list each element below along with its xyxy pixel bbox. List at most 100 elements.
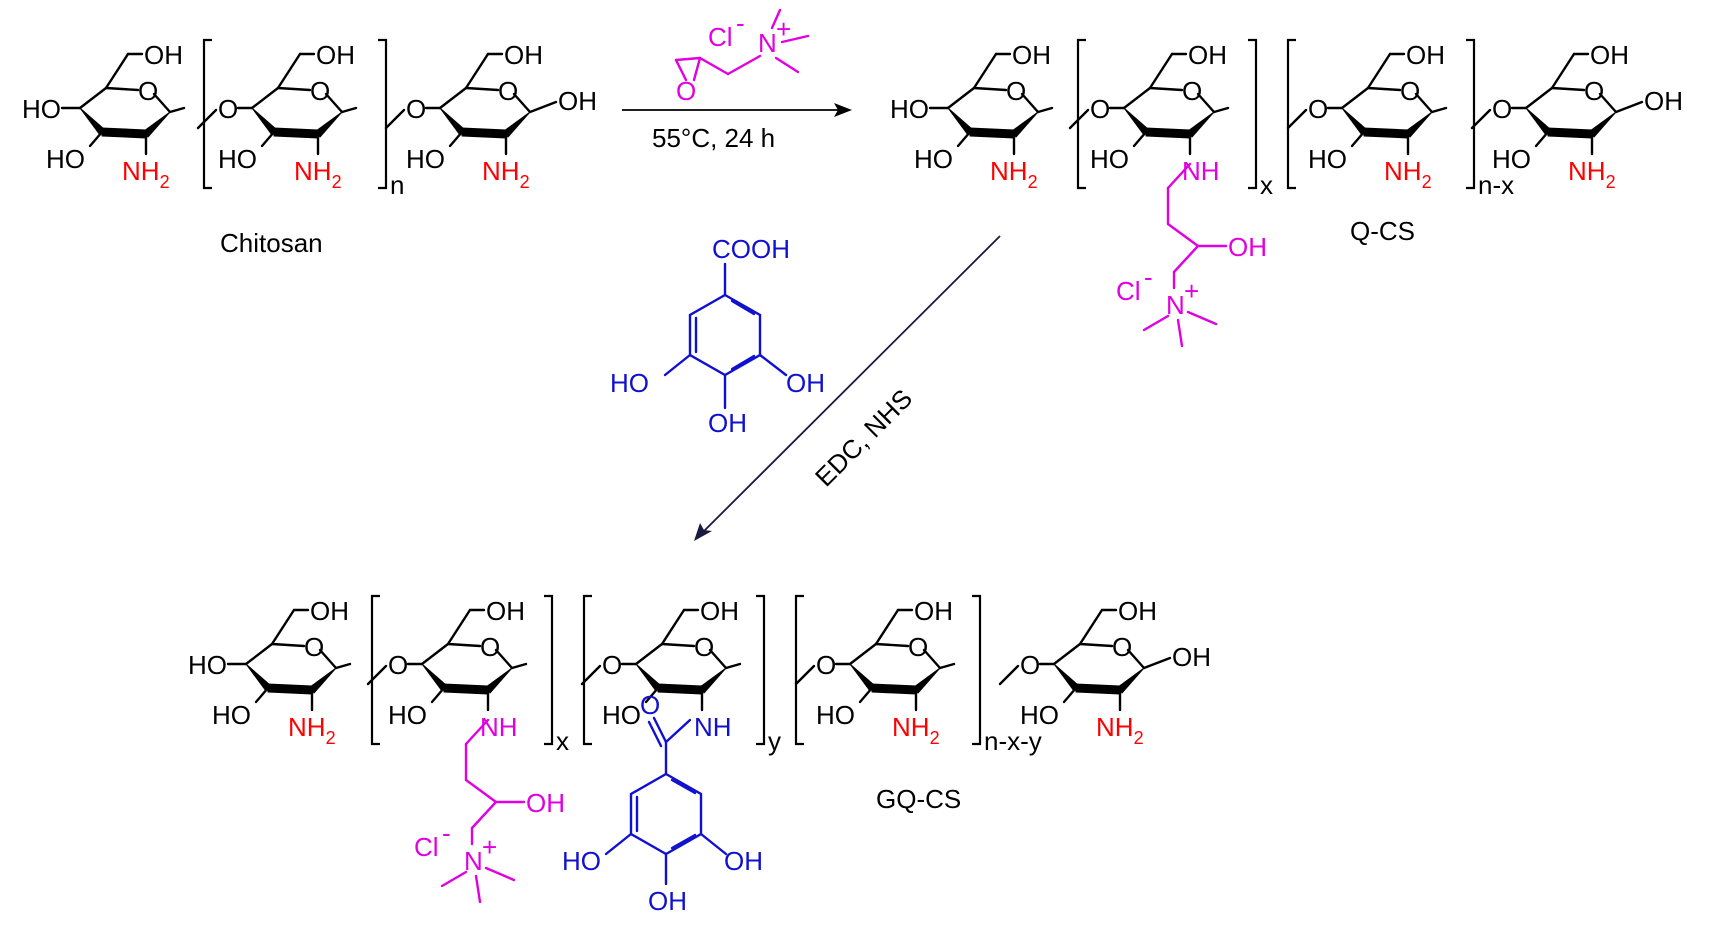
wedge-bond: [485, 667, 513, 694]
amine-label: NH2: [1568, 156, 1616, 192]
methyl-bond: [1142, 314, 1170, 332]
methyl-bond: [474, 874, 482, 904]
bracket-path: [1466, 38, 1476, 190]
bold-bond: [1547, 127, 1593, 139]
ammonium-charge: +: [482, 832, 497, 862]
conditions-coupling: EDC, NHS: [809, 383, 918, 492]
linker-bond: [464, 718, 490, 746]
wedge-bond: [1187, 111, 1215, 138]
ring-bond: [1524, 86, 1554, 110]
wedge-bond: [503, 111, 531, 138]
ring-bond: [512, 92, 532, 114]
qcs-label: Q-CS: [1350, 216, 1415, 246]
chloride-label: Cl: [414, 832, 439, 862]
phenol-bond: [699, 832, 728, 856]
bold-bond: [443, 683, 489, 695]
reagent-n-charge: +: [776, 14, 791, 44]
bracket-path: [972, 594, 982, 746]
bold-bond: [1363, 127, 1409, 139]
glycosidic-oxygen-label: O: [218, 94, 238, 124]
ring-bond: [420, 642, 450, 666]
wedge-bond: [1525, 107, 1551, 136]
chitosan-bracket-left: [202, 38, 212, 190]
ring-bond: [634, 642, 664, 666]
gqcs-bracket-2-left: [582, 594, 592, 746]
epoxide-o-label: O: [676, 76, 696, 106]
qcs-bracket-2-left: [1286, 38, 1296, 190]
c3-hydroxyl-label: HO: [816, 700, 855, 730]
bracket-path: [202, 38, 212, 190]
gqcs-bracket-1-right: x: [544, 594, 569, 756]
chloride-charge: -: [442, 818, 451, 848]
linker-bond: [1172, 244, 1200, 274]
aromatic-double-bond: [670, 778, 697, 795]
bold-bond: [267, 683, 313, 695]
glycosidic-oxygen-label: O: [406, 94, 426, 124]
aromatic-double-bond: [670, 833, 697, 850]
bold-bond: [969, 127, 1015, 139]
linker-bond: [464, 778, 498, 804]
glycosidic-oxygen-label: O: [1090, 94, 1110, 124]
c3-bond: [260, 130, 276, 148]
ch2-bond: [1366, 52, 1392, 90]
c3-bond: [956, 130, 972, 148]
methyl-bond: [1186, 310, 1218, 326]
amide-bond: [664, 718, 692, 744]
bracket-path: [794, 594, 804, 746]
carbonyl-oxygen-label: O: [640, 690, 660, 720]
reaction-arrow-1: 55°C, 24 h: [622, 103, 852, 153]
wedge-bond: [1117, 667, 1145, 694]
wedge-bond: [143, 111, 171, 138]
ch2oh-label: OH: [316, 40, 355, 70]
ring-bond: [1122, 86, 1152, 110]
ring-oxygen-label: O: [304, 632, 324, 662]
gallic-oh-right-label: OH: [786, 368, 825, 398]
amine-label: NH2: [288, 712, 336, 748]
anomeric-bond: [340, 106, 358, 114]
ring-bond: [250, 86, 280, 110]
ring-bond: [438, 86, 468, 110]
ch2oh-label: OH: [504, 40, 543, 70]
ring-oxygen-label: O: [1112, 632, 1132, 662]
gqcs-bracket-3-right: n-x-y: [972, 594, 1042, 756]
repeat-subscript: x: [1260, 170, 1273, 200]
ring-oxygen-label: O: [138, 76, 158, 106]
anomeric-bond: [938, 662, 956, 670]
glycosidic-bond: [794, 664, 816, 686]
ring-oxygen-label: O: [1182, 76, 1202, 106]
bracket-path: [544, 594, 554, 746]
ring-bond: [276, 86, 312, 92]
c3-bond: [858, 686, 874, 704]
qcs-bracket-1-right: x: [1248, 38, 1273, 200]
ch2-bond: [874, 608, 900, 646]
ring-oxygen-label: O: [1400, 76, 1420, 106]
c3-hydroxyl-label: HO: [602, 700, 641, 730]
phenol-bond: [604, 832, 633, 856]
methyl-bond: [1176, 318, 1184, 348]
ch2-bond: [660, 608, 686, 646]
wedge-bond: [421, 663, 447, 692]
ring-bond: [972, 86, 1008, 92]
wedge-bond: [251, 107, 277, 136]
ring-oxygen-label: O: [310, 76, 330, 106]
chloride-label: Cl: [1116, 276, 1141, 306]
c3-hydroxyl-label: HO: [1308, 144, 1347, 174]
qcs-bracket-1-left: [1076, 38, 1086, 190]
wedge-bond: [1589, 111, 1617, 138]
ammonium-charge: +: [1184, 276, 1199, 306]
chitosan-bracket-right: n: [378, 38, 404, 200]
ammonium-n-label: N: [464, 846, 483, 876]
ch2oh-label: OH: [1406, 40, 1445, 70]
c4-hydroxyl-label: HO: [22, 94, 61, 124]
anomeric-bond: [334, 662, 352, 670]
ring-bond: [1366, 86, 1402, 92]
ch2-bond: [464, 52, 490, 90]
ring-bond: [152, 92, 172, 114]
bracket-path: [378, 38, 388, 190]
ch2oh-label: OH: [1188, 40, 1227, 70]
